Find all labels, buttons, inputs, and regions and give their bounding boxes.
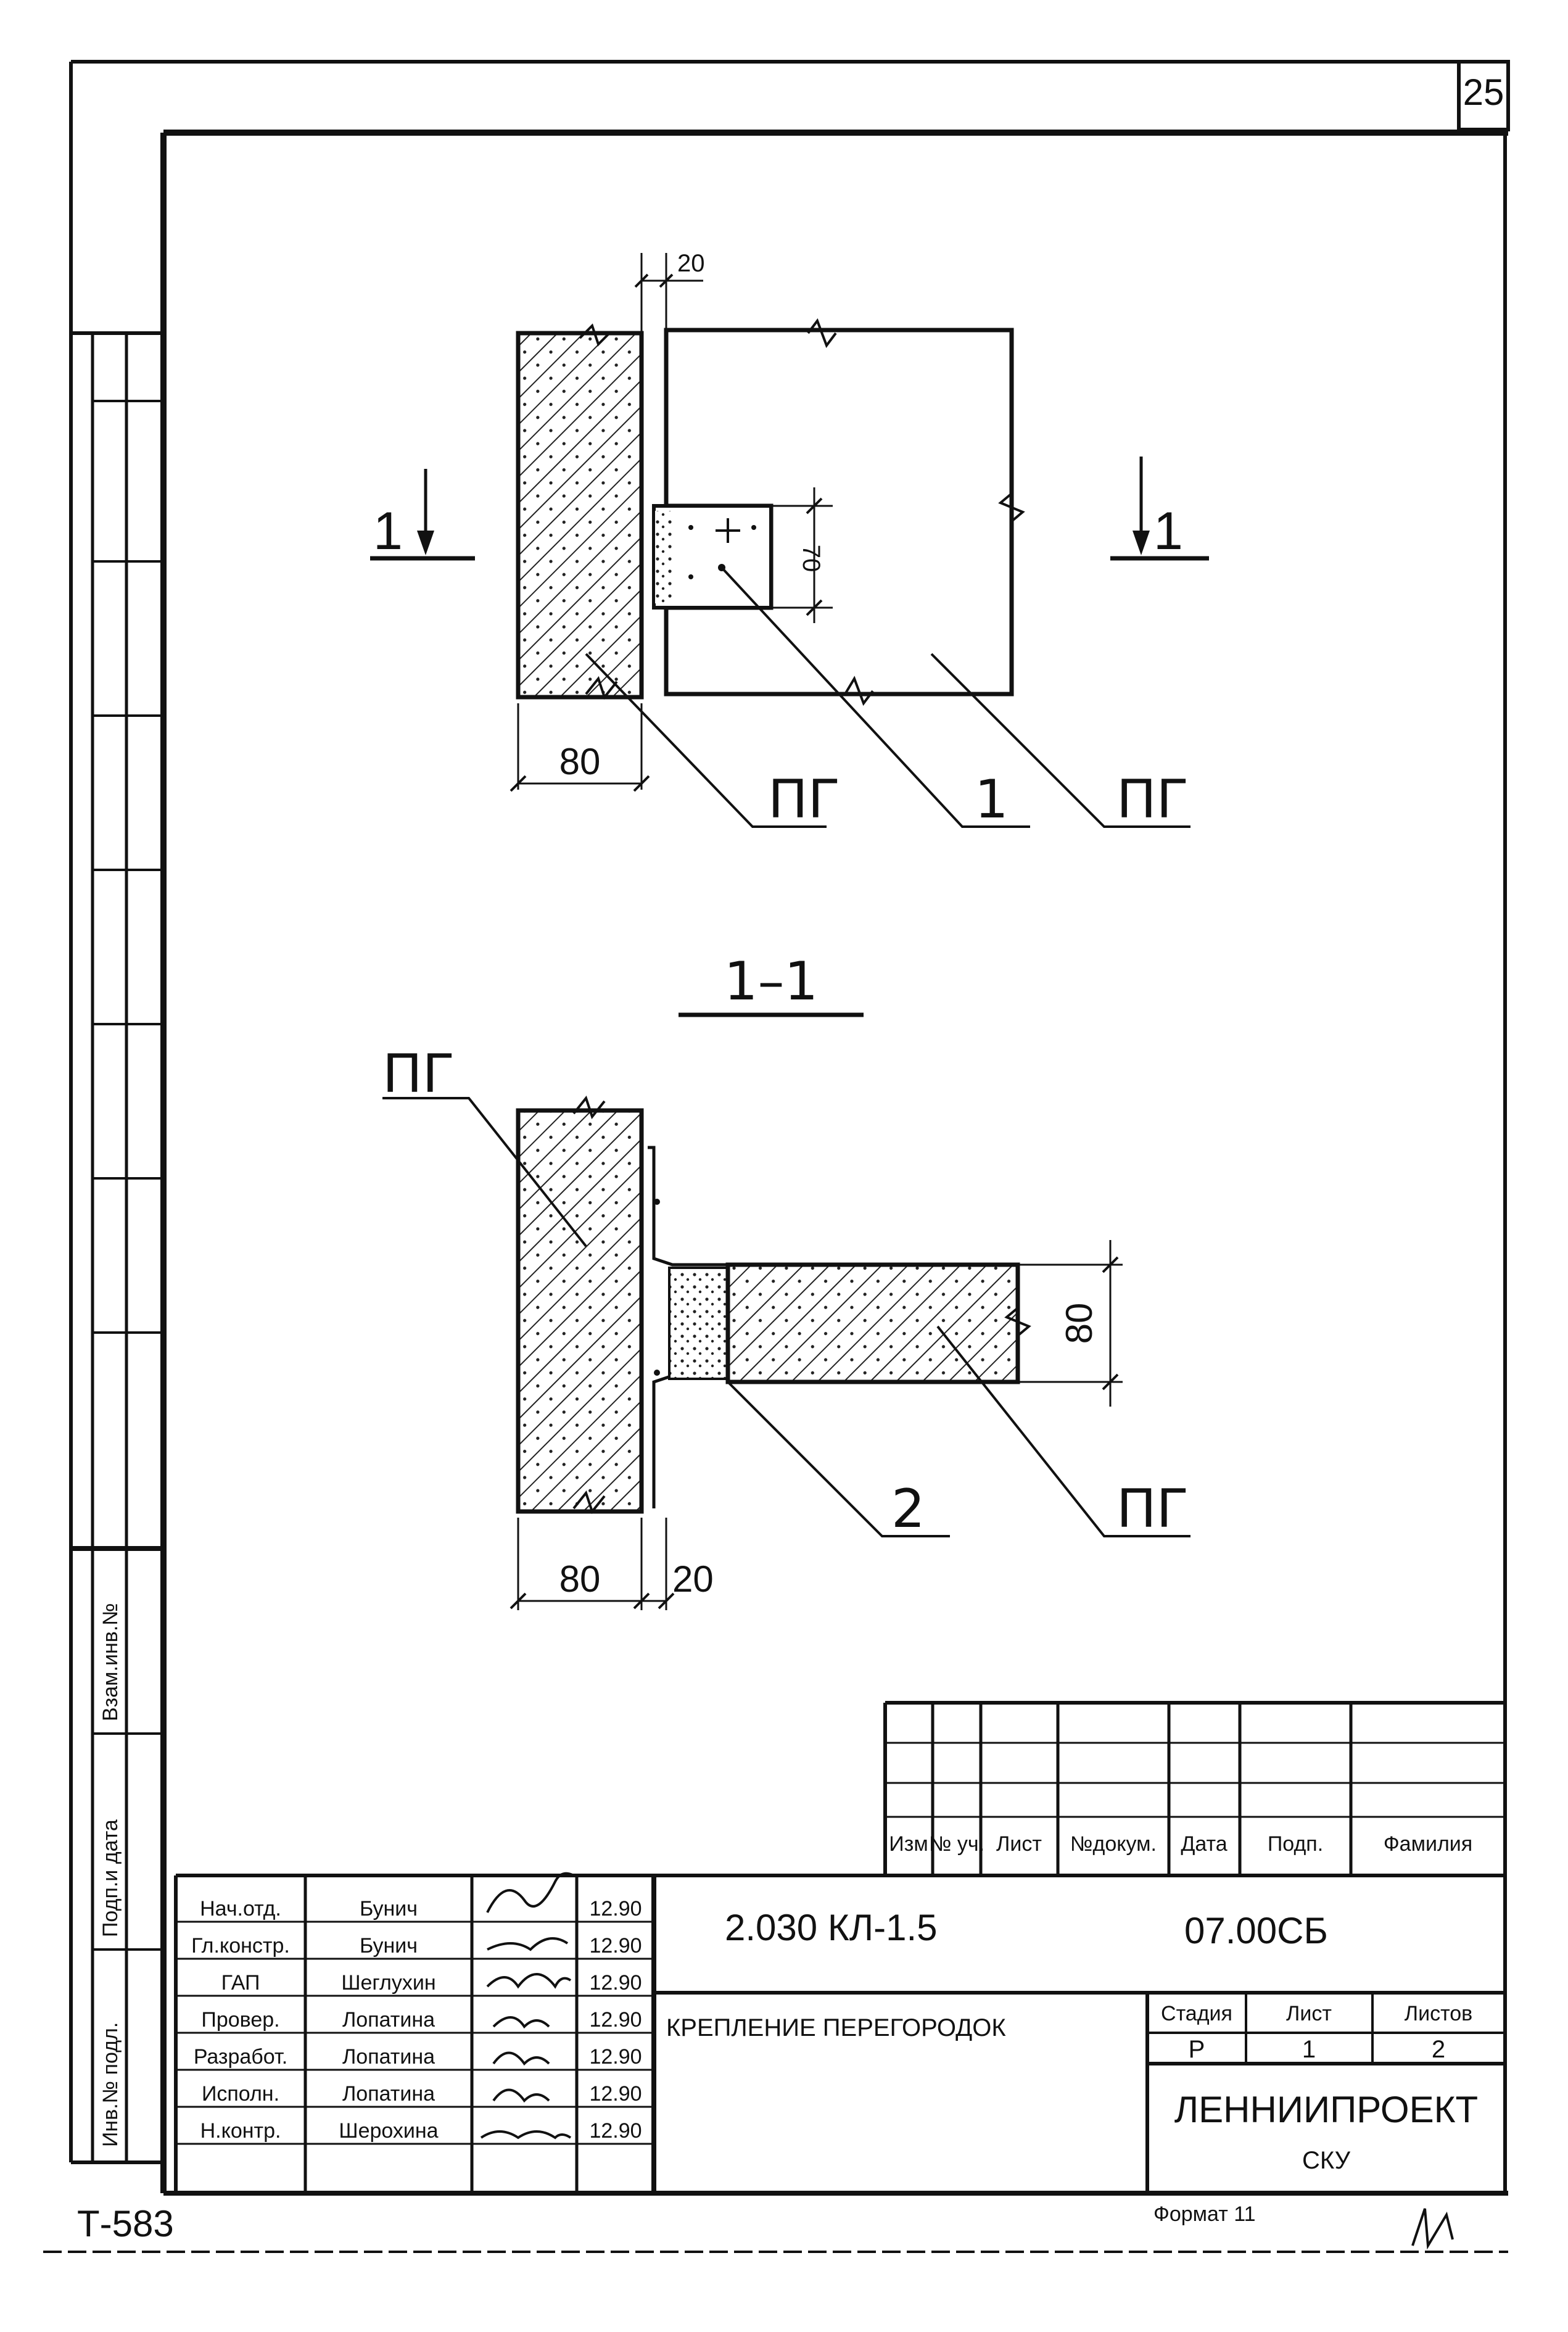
stage-label: Стадия [1161,2002,1232,2025]
margin-label-podp-data: Подп.и дата [99,1819,122,1937]
signer-name: Бунич [360,1934,418,1958]
signer-date: 12.90 [589,2008,642,2032]
plan-dim-bracket: 70 [798,545,825,573]
svg-text:Фамилия: Фамилия [1384,1832,1472,1856]
svg-text:1: 1 [373,502,403,561]
sheet-label: Лист [1286,2002,1332,2025]
signer-role: Провер. [201,2008,279,2032]
sheet-number: 25 [1463,72,1504,113]
archive-code: Т-583 [77,2203,174,2244]
plan-callout-pg-wall: ПГ [768,769,840,830]
sheet-value: 1 [1302,2036,1316,2063]
section-callout-pg-wall: ПГ [382,1043,455,1105]
sheets-value: 2 [1432,2036,1445,2063]
svg-text:1: 1 [1153,502,1183,561]
svg-text:Лист: Лист [996,1832,1042,1856]
format-label: Формат 11 [1153,2202,1256,2226]
stage-value: Р [1189,2036,1205,2063]
plan-wall-break-bottom [585,676,618,700]
signer-name: Шеглухин [341,1971,435,1995]
drawing-title: КРЕПЛЕНИЕ ПЕРЕГОРОДОК [666,2014,1006,2041]
svg-text:№докум.: №докум. [1070,1832,1157,1856]
sheets-label: Листов [1405,2002,1472,2025]
plan-callout-pg-partition: ПГ [1116,769,1189,830]
section-dim-width: 80 [559,1558,601,1600]
svg-text:Дата: Дата [1181,1832,1227,1856]
svg-text:Изм: Изм [889,1832,928,1856]
plan-partition-break-top [807,318,837,349]
plan-wall-break-top [579,323,612,347]
section-mark-right: 1 [1110,457,1209,561]
plan-callout-bracket: 1 [975,769,1009,830]
signer-name: Лопатина [342,2008,435,2032]
title-block [174,1874,1505,2193]
signer-role: ГАП [221,1971,260,1995]
drawing-code: 2.030 КЛ-1.5 [725,1907,938,1948]
signer-name: Лопатина [342,2045,435,2069]
signature-scribbles [480,1872,574,2140]
section-mark-left: 1 [370,469,475,561]
sheet-number-box: 25 [1457,60,1510,131]
revision-table-headers: Изм № уч. Лист №докум. Дата Подп. Фамили… [889,1832,1472,1856]
section-partition [725,1262,1020,1384]
signer-date: 12.90 [589,2045,642,2069]
organization: ЛЕННИИПРОЕКТ [1174,2089,1478,2130]
section-dim-height: 80 [1058,1303,1100,1344]
signer-name: Шерохина [339,2119,438,2143]
margin-label-vzam-inv: Взам.инв.№ [99,1603,122,1721]
plan-view: 20 70 80 1 1 [370,250,1209,830]
section-wall-panel [516,1108,644,1514]
margin-label-inv-podl: Инв.№ подл. [99,2022,122,2147]
section-leaders [382,1097,1190,1537]
signer-date: 12.90 [589,2119,642,2143]
plan-dim-width: 80 [559,741,601,782]
section-mortar [668,1267,729,1380]
corner-initials-scribble [1411,2208,1454,2250]
svg-text:Подп.: Подп. [1268,1832,1323,1856]
section-callout-bracket: 2 [891,1478,925,1540]
left-margin-strip [71,331,163,2164]
signer-role: Нач.отд. [200,1897,281,1921]
svg-text:№ уч.: № уч. [929,1832,984,1856]
plan-wall-panel [516,331,644,700]
signer-date: 12.90 [589,1897,642,1921]
plan-partition-break-bottom [844,676,874,706]
section-title: 1–1 [724,951,818,1012]
section-view: 1–1 80 80 20 [382,951,1190,1610]
signer-role: Разработ. [194,2045,287,2069]
signer-role: Гл.констр. [191,1934,290,1958]
signer-name: Лопатина [342,2082,435,2106]
signer-name: Бунич [360,1897,418,1921]
organization-sub: СКУ [1302,2147,1351,2174]
plan-dim-top: 20 [677,250,705,277]
sheet-frame [43,60,1508,2253]
section-callout-pg-partition: ПГ [1116,1478,1189,1540]
plan-bracket-fill [655,511,674,603]
signer-date: 12.90 [589,1934,642,1958]
section-dim-gap: 20 [672,1558,714,1600]
plan-leaders [585,566,1190,828]
signer-rows: Нач.отд. Бунич 12.90 Гл.констр. Бунич 12… [191,1897,642,2143]
signer-date: 12.90 [589,2082,642,2106]
signer-role: Н.контр. [200,2119,281,2143]
plan-partition-break-right [998,492,1025,523]
signer-role: Исполн. [202,2082,279,2106]
signer-date: 12.90 [589,1971,642,1995]
drawing-code-suffix: 07.00СБ [1184,1910,1328,1951]
